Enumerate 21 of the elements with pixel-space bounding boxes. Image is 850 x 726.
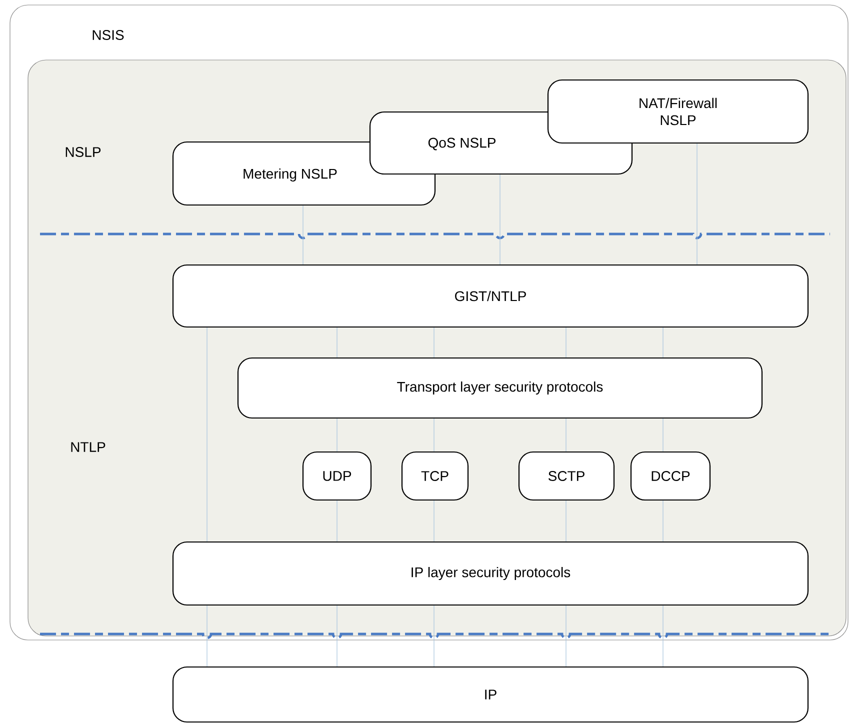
connector-line (662, 418, 664, 452)
protocol-box: GIST/NTLP (172, 264, 809, 328)
protocol-box: NAT/Firewall NSLP (547, 79, 809, 144)
connector-line (302, 205, 304, 265)
connector-line (336, 418, 338, 452)
connector-line (662, 327, 664, 358)
connector-line (206, 605, 208, 667)
protocol-box: DCCP (630, 451, 711, 501)
connector-line (336, 605, 338, 667)
protocol-box: IP (172, 666, 809, 723)
protocol-box: TCP (401, 451, 469, 501)
protocol-box: UDP (302, 451, 372, 501)
connector-line (662, 500, 664, 542)
connector-line (696, 143, 698, 265)
protocol-box: Transport layer security protocols (237, 357, 763, 419)
connector-line (336, 327, 338, 358)
connector-line (662, 605, 664, 667)
protocol-box: IP layer security protocols (172, 541, 809, 606)
connector-line (206, 327, 208, 542)
connector-line (336, 500, 338, 542)
protocol-box: SCTP (518, 451, 615, 501)
